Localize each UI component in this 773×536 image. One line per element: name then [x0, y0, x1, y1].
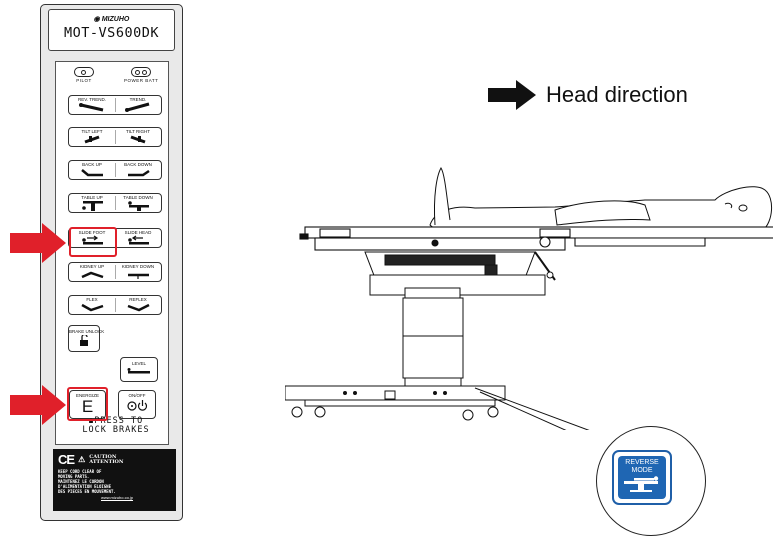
trend-button[interactable]: TREND. — [116, 97, 160, 114]
flex-icon — [81, 303, 104, 312]
arrow-right-icon-2 — [10, 385, 66, 425]
model-name: MOT-VS600DK — [64, 25, 159, 41]
arrow-right-icon — [10, 223, 66, 263]
power-batt-lamp: POWER BATT — [124, 67, 158, 83]
website-url: www.mizuho.co.jp — [101, 495, 134, 500]
lock-icon: 🔒︎ — [88, 416, 95, 426]
slide-foot-icon — [82, 235, 103, 245]
power-batt-label: POWER BATT — [124, 78, 159, 83]
back-down-button[interactable]: BACK DOWN — [116, 162, 160, 179]
on-off-button[interactable]: ON/OFF — [118, 390, 156, 419]
tilt-right-icon — [130, 135, 146, 144]
head-direction-label: Head direction — [546, 82, 688, 107]
caution-text: KEEP CORD CLEAR OF MOVING PARTS. MAINTEN… — [58, 469, 116, 494]
level-button[interactable]: LEVEL — [120, 357, 158, 382]
pilot-lamp-icon — [74, 67, 94, 77]
unlock-icon — [80, 335, 88, 346]
energize-button[interactable]: ENERGIZE E — [69, 390, 106, 419]
table-down-icon — [128, 201, 149, 211]
direction-arrow-icon — [488, 80, 536, 110]
brake-instruction: 🔒︎PRESS TO LOCK BRAKES — [82, 416, 150, 435]
status-lamps: PILOT POWER BATT — [64, 67, 170, 89]
power-batt-lamp-icon — [131, 67, 152, 77]
energize-highlight — [67, 387, 108, 421]
back-up-button[interactable]: BACK UP — [70, 162, 114, 179]
tilt-left-button[interactable]: TILT LEFT — [70, 129, 114, 146]
table-up-button[interactable]: TABLE UP — [70, 195, 114, 212]
rev-trend-button[interactable]: REV. TREND. — [70, 97, 114, 114]
level-icon — [127, 368, 150, 374]
reflex-icon — [127, 303, 150, 312]
power-icon — [127, 400, 148, 411]
warning-icon: ⚠ — [78, 455, 86, 464]
pilot-label: PILOT — [76, 78, 92, 83]
pilot-lamp: PILOT — [74, 67, 94, 83]
table-down-button[interactable]: TABLE DOWN — [116, 195, 160, 212]
kidney-down-button[interactable]: KIDNEY DOWN — [116, 264, 160, 281]
leader-line — [474, 387, 590, 430]
flex-button[interactable]: FLEX — [70, 297, 114, 314]
reverse-mode-line1: REVERSE — [625, 459, 659, 466]
back-down-icon — [128, 169, 150, 177]
trend-pair: REV. TREND. TREND. — [68, 95, 162, 115]
brake-unlock-button[interactable]: BRAKE UNLOCK — [68, 325, 104, 352]
tabletop — [299, 226, 773, 251]
slide-foot-button[interactable]: SLIDE FOOT — [70, 230, 114, 247]
brand-logo: ◉ MIZUHO — [93, 16, 130, 23]
slide-head-icon — [128, 235, 149, 245]
table-column — [402, 287, 464, 387]
tilt-left-icon — [84, 135, 100, 144]
kidney-up-button[interactable]: KIDNEY UP — [70, 264, 114, 281]
kidney-up-icon — [81, 271, 104, 279]
tilt-pair: TILT LEFT TILT RIGHT — [68, 127, 162, 147]
patient-figure — [429, 167, 772, 234]
brand-mark-icon: ◉ — [93, 16, 102, 23]
table-reverse-icon — [624, 476, 659, 492]
table-base — [285, 385, 506, 421]
slide-foot-highlight — [69, 227, 117, 257]
ce-mark: CE — [58, 452, 75, 467]
table-up-icon — [82, 201, 103, 211]
reflex-button[interactable]: REFLEX — [116, 297, 160, 314]
reverse-mode-indicator: REVERSE MODE — [612, 450, 672, 505]
back-up-icon — [81, 169, 103, 177]
tilt-right-button[interactable]: TILT RIGHT — [116, 129, 160, 146]
back-pair: BACK UP BACK DOWN — [68, 160, 162, 180]
trend-icon — [125, 102, 150, 112]
head-direction: Head direction — [488, 80, 688, 110]
slide-head-button[interactable]: SLIDE HEAD — [116, 230, 160, 247]
kidney-pair: KIDNEY UP KIDNEY DOWN — [68, 262, 162, 282]
flex-pair: FLEX REFLEX — [68, 295, 162, 315]
kidney-down-icon — [128, 273, 149, 279]
remote-header: ◉ MIZUHO MOT-VS600DK — [48, 9, 175, 51]
energize-symbol: E — [81, 397, 94, 416]
rev-trend-icon — [79, 103, 104, 112]
reverse-mode-line2: MODE — [631, 467, 653, 474]
table-height-pair: TABLE UP TABLE DOWN — [68, 193, 162, 213]
operating-table-illustration — [285, 167, 773, 430]
